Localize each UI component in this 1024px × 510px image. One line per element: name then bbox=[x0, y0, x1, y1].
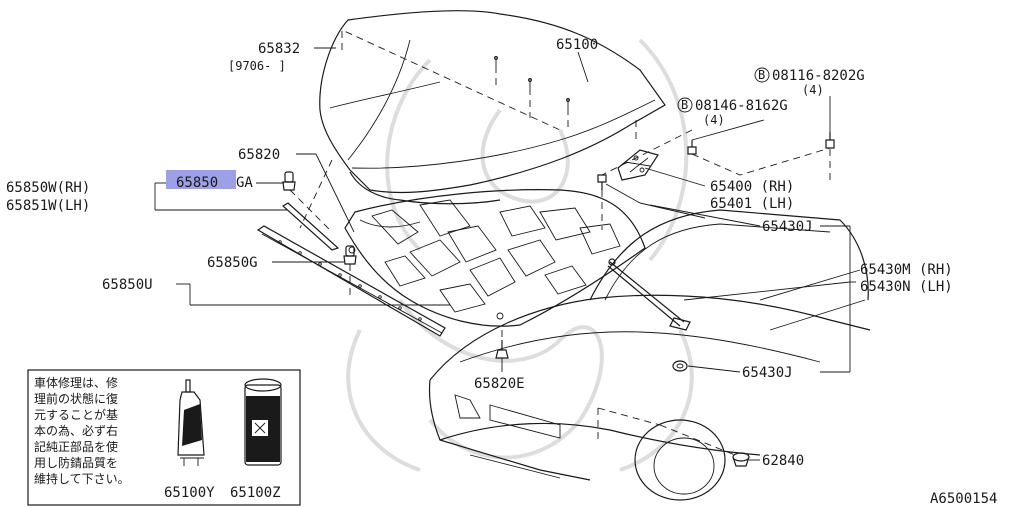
label-65832: 65832 bbox=[258, 41, 300, 57]
note-line: 本の為、必ず右 bbox=[34, 423, 118, 438]
hood-stay[interactable] bbox=[607, 258, 691, 331]
hood-seal-strip[interactable] bbox=[256, 225, 446, 337]
label-65430m: 65430M (RH) bbox=[860, 262, 953, 278]
label-date-range: [9706- ] bbox=[228, 59, 286, 73]
spray-can-icon[interactable] bbox=[244, 378, 282, 466]
seal-clip-ga[interactable] bbox=[282, 171, 296, 191]
label-65100: 65100 bbox=[556, 37, 598, 53]
label-65851w: 65851W(LH) bbox=[6, 198, 90, 214]
label-65850u: 65850U bbox=[102, 277, 153, 293]
note-line: 車体修理は、修 bbox=[34, 375, 118, 390]
note-line: 記純正部品を使 bbox=[34, 439, 118, 454]
repair-note-box: 車体修理は、修 理前の状態に復 元することが基 本の為、必ず右 記純正部品を使 … bbox=[27, 369, 301, 506]
bolt-mark-icon bbox=[754, 67, 770, 83]
part-highlight bbox=[166, 170, 236, 189]
label-65430n: 65430N (LH) bbox=[860, 279, 953, 295]
hood-studs bbox=[494, 56, 570, 108]
watermark-emblem bbox=[346, 38, 694, 472]
note-line: 元することが基 bbox=[34, 407, 118, 422]
label-65850g: 65850G bbox=[207, 255, 258, 271]
leader-lines bbox=[154, 47, 856, 461]
bolt-mark-letter: B bbox=[758, 68, 765, 82]
label-65430j-lower: 65430J bbox=[742, 365, 793, 381]
label-65850ga-suffix: GA bbox=[236, 175, 253, 191]
stay-grommet[interactable] bbox=[672, 360, 688, 372]
label-65100y: 65100Y bbox=[164, 485, 215, 501]
label-qty-2: (4) bbox=[703, 113, 725, 127]
hood-bumper-62840[interactable] bbox=[732, 452, 750, 467]
label-62840: 62840 bbox=[762, 453, 804, 469]
hood-hinge[interactable] bbox=[617, 149, 659, 181]
hinge-bolt-right[interactable] bbox=[687, 140, 697, 155]
label-65820e: 65820E bbox=[474, 376, 525, 392]
note-line: 維持して下さい。 bbox=[34, 471, 130, 486]
sealant-tube-icon[interactable] bbox=[177, 379, 205, 466]
label-65401: 65401 (LH) bbox=[710, 196, 794, 212]
bolt-mark-icon-2 bbox=[677, 97, 693, 113]
note-line: 理前の状態に復 bbox=[34, 391, 118, 406]
hood-panel[interactable] bbox=[319, 10, 666, 205]
label-65850ga[interactable]: 65850 bbox=[176, 175, 218, 191]
assembly-lines bbox=[289, 29, 831, 456]
vehicle-body bbox=[428, 209, 871, 501]
label-qty-1: (4) bbox=[802, 83, 824, 97]
bolt-mark-letter-2: B bbox=[681, 98, 688, 112]
label-65850w: 65850W(RH) bbox=[6, 180, 90, 196]
label-65430j-upper: 65430J bbox=[762, 219, 813, 235]
note-line: 用し防錆品質を bbox=[34, 455, 118, 470]
seal-clip-g[interactable] bbox=[343, 245, 357, 265]
hinge-bolt-left[interactable] bbox=[597, 174, 607, 190]
label-65400: 65400 (RH) bbox=[710, 179, 794, 195]
label-65100z: 65100Z bbox=[230, 485, 281, 501]
label-65820: 65820 bbox=[238, 147, 280, 163]
hinge-bolt-far[interactable] bbox=[825, 132, 835, 149]
diagram-id: A6500154 bbox=[930, 491, 997, 507]
hood-side-seal[interactable] bbox=[281, 202, 340, 251]
label-08146-8162g: 08146-8162G bbox=[695, 98, 788, 114]
hood-inner-frame[interactable] bbox=[344, 189, 646, 327]
label-08116-8202g: 08116-8202G bbox=[772, 68, 865, 84]
